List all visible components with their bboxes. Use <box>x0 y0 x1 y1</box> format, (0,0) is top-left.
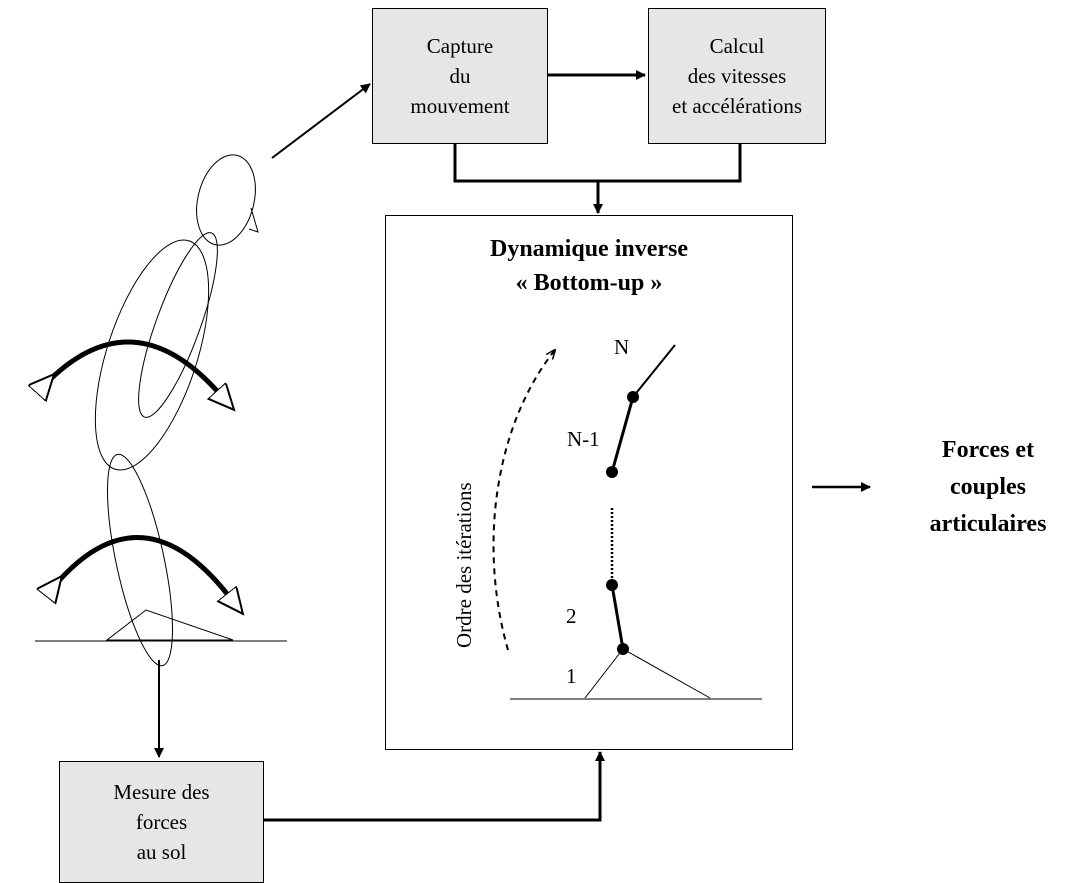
capture-line-3: mouvement <box>410 94 510 118</box>
base-triangle <box>584 648 711 699</box>
iteration-order-arrow <box>492 350 555 651</box>
calcul-line-1: Calcul <box>709 34 765 58</box>
segment-n-1 <box>610 396 635 473</box>
calcul-box: Calcul des vitesses et accélérations <box>648 8 826 144</box>
chain-label-n-1: N-1 <box>567 427 600 451</box>
main-box-title: Dynamique inverse « Bottom-up » <box>385 232 793 300</box>
mesure-line-2: forces <box>135 810 188 834</box>
person-to-capture-arrow <box>271 83 371 159</box>
segment-n <box>632 344 676 398</box>
human-figure <box>35 154 287 667</box>
capture-line-1: Capture <box>426 34 494 58</box>
output-line-1: Forces et <box>941 437 1035 463</box>
head-shape <box>196 154 256 246</box>
lower-rotation-arc <box>47 535 228 596</box>
merge-connector <box>453 143 742 213</box>
segment-chain <box>510 344 762 700</box>
joint-dot <box>606 579 618 591</box>
output-line-3: articulaires <box>929 511 1047 537</box>
calcul-line-3: et accélérations <box>672 94 802 118</box>
output-line-2: couples <box>949 474 1026 500</box>
mesure-line-1: Mesure des <box>113 780 210 804</box>
foot-triangle <box>105 609 234 641</box>
joint-dot <box>606 466 618 478</box>
chain-label-2: 2 <box>566 604 577 628</box>
segment-2 <box>610 584 625 650</box>
joint-dot <box>627 391 639 403</box>
chain-label-1: 1 <box>566 664 577 688</box>
mesure-box: Mesure des forces au sol <box>59 761 264 883</box>
leg-shape <box>107 453 173 667</box>
mesure-to-main-connector <box>264 751 605 822</box>
output-label: Forces et couples articulaires <box>898 432 1078 543</box>
dynamique-inverse-box <box>385 215 793 750</box>
joint-dot <box>617 643 629 655</box>
upper-rotation-arc <box>38 339 218 392</box>
upper-arm-shape <box>138 232 218 418</box>
main-title-line-1: Dynamique inverse <box>490 236 688 262</box>
chain-label-n: N <box>614 335 630 359</box>
mesure-line-3: au sol <box>136 840 187 864</box>
calcul-line-2: des vitesses <box>687 64 787 88</box>
main-title-line-2: « Bottom-up » <box>515 270 663 296</box>
nose-shape <box>248 207 259 233</box>
rotation-arcs <box>38 339 228 596</box>
capture-line-2: du <box>449 64 471 88</box>
iteration-order-label: Ordre des itérations <box>452 482 476 648</box>
capture-box: Capture du mouvement <box>372 8 548 144</box>
